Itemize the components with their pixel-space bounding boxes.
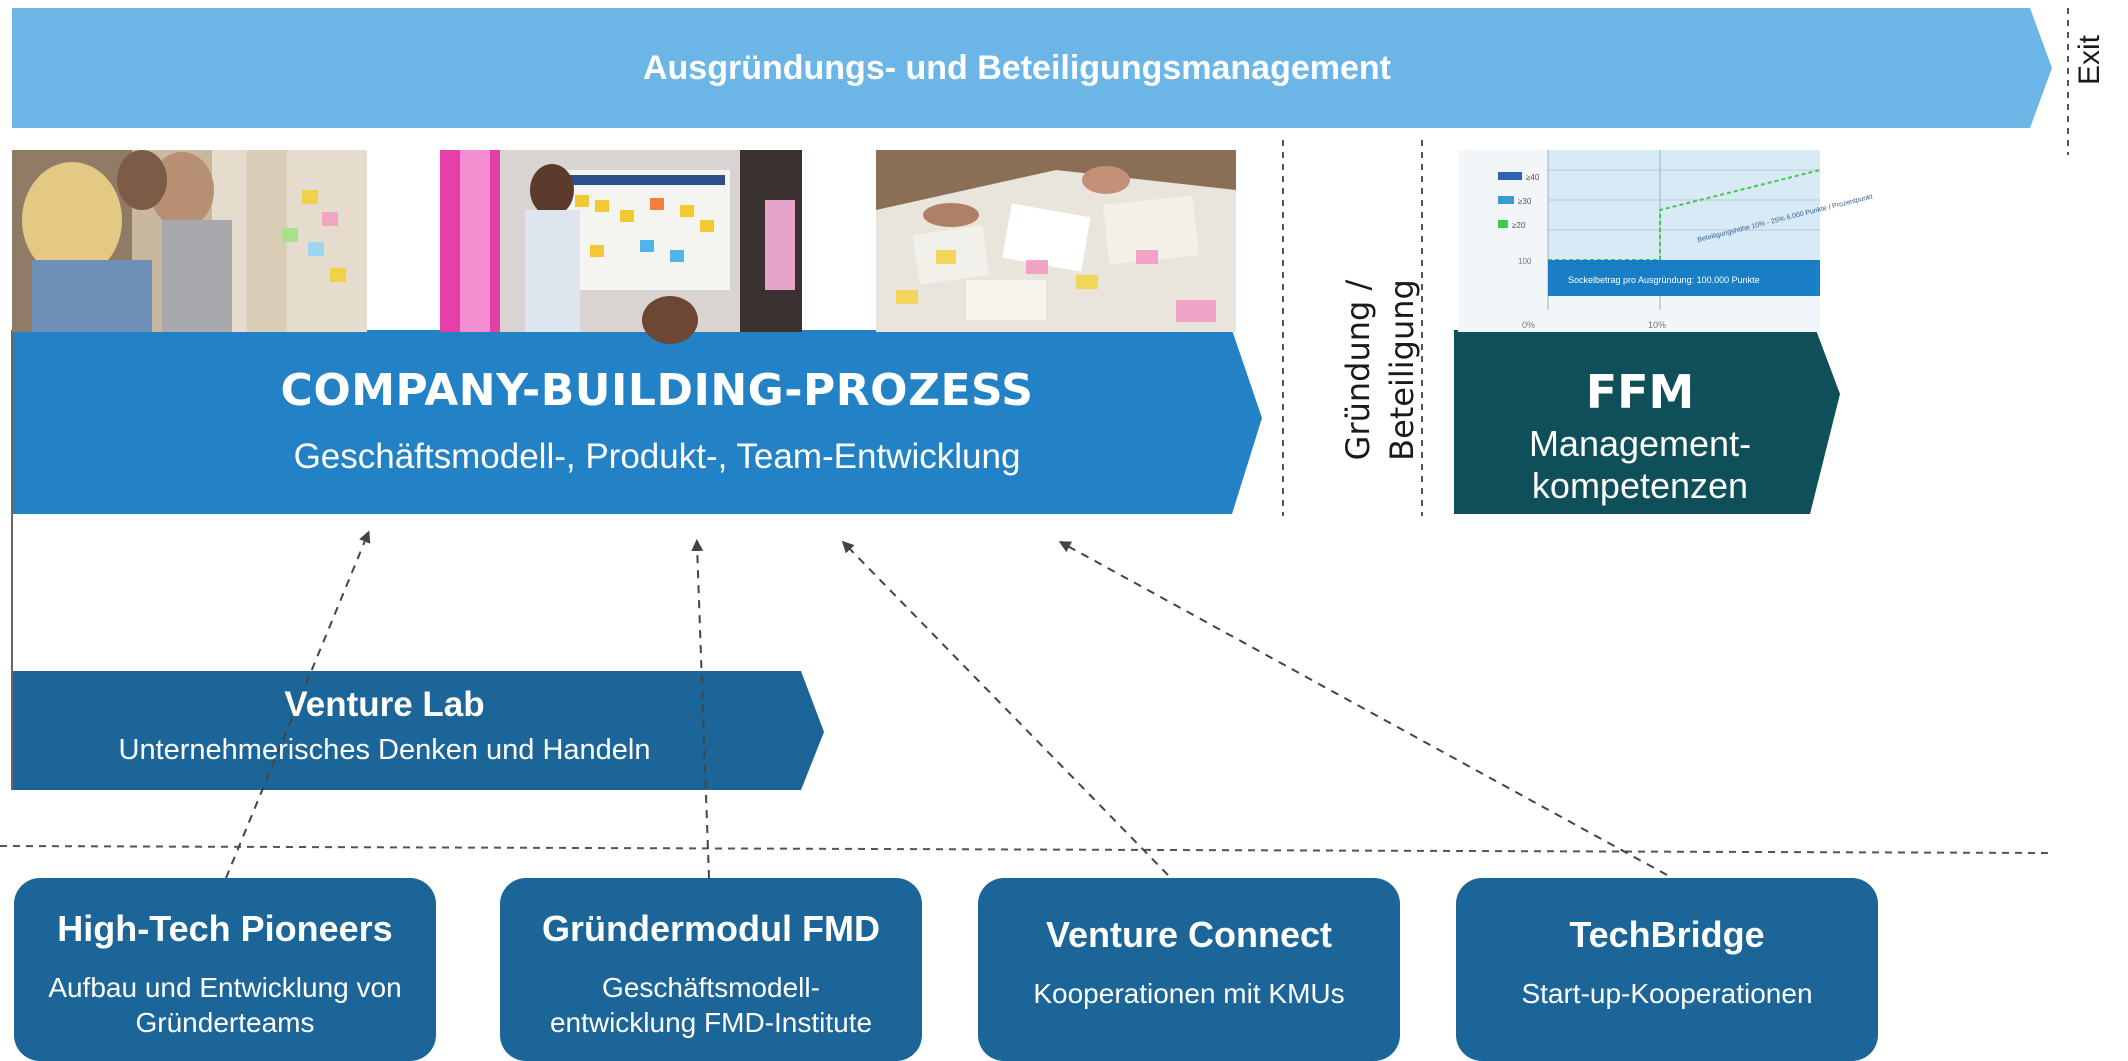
ffm-chart-legend-2: ≥30 bbox=[1518, 197, 1532, 206]
ffm-title: FFM bbox=[1585, 365, 1695, 419]
company-building-subtitle: Geschäftsmodell-, Produkt-, Team-Entwick… bbox=[293, 437, 1021, 476]
program-box-gruendermodul-fmd: Gründermodul FMD Geschäftsmodell- entwic… bbox=[500, 878, 922, 1061]
photo-papers-table bbox=[876, 150, 1236, 332]
photo-team-brainstorm bbox=[12, 150, 367, 332]
connector-techbridge bbox=[1058, 541, 1668, 876]
gruendung-label: Gründung / Beteiligung bbox=[1320, 220, 1440, 520]
ffm-subtitle: Management- kompetenzen bbox=[1450, 420, 1830, 510]
company-building-title: COMPANY-BUILDING-PROZESS bbox=[280, 364, 1034, 416]
banner-title: Ausgründungs- und Beteiligungsmanagement bbox=[642, 48, 1392, 87]
ffm-arrow bbox=[1454, 330, 1840, 514]
connector-pioneers bbox=[225, 530, 371, 879]
ffm-chart-image: ≥40 ≥30 ≥20 100 Beteiligungshöhe 10% - 2… bbox=[1458, 150, 1873, 332]
program-subtitle: Aufbau und Entwicklung von Gründerteams bbox=[48, 972, 402, 1038]
ffm-chart-legend-3: ≥20 bbox=[1512, 221, 1526, 230]
ffm-chart-x1: 10% bbox=[1648, 320, 1666, 330]
program-title: TechBridge bbox=[1569, 914, 1765, 955]
program-title: High-Tech Pioneers bbox=[57, 908, 393, 949]
ffm-chart-band-label: Sockelbetrag pro Ausgründung: 100.000 Pu… bbox=[1568, 275, 1760, 285]
programs-separator bbox=[0, 845, 2051, 854]
ffm-chart-ytick: 100 bbox=[1518, 257, 1532, 266]
venture-lab-subtitle: Unternehmerisches Denken und Handeln bbox=[118, 733, 651, 766]
program-subtitle: Start-up-Kooperationen bbox=[1521, 978, 1813, 1009]
gruendung-line2: Beteiligung bbox=[1383, 279, 1421, 461]
gruendung-line1: Gründung / bbox=[1339, 279, 1377, 461]
program-title: Gründermodul FMD bbox=[542, 908, 880, 949]
venture-lab-arrow bbox=[12, 671, 824, 790]
program-subtitle: Kooperationen mit KMUs bbox=[1033, 978, 1345, 1009]
ffm-subtitle-line2: kompetenzen bbox=[1531, 465, 1749, 506]
program-box-techbridge: TechBridge Start-up-Kooperationen bbox=[1456, 878, 1878, 1061]
photo-kanban-board bbox=[440, 150, 802, 344]
connector-fmd bbox=[691, 539, 710, 879]
connector-venture-connect bbox=[841, 540, 1169, 876]
ffm-chart-x0: 0% bbox=[1522, 320, 1535, 330]
ffm-chart-legend-1: ≥40 bbox=[1526, 173, 1540, 182]
banner-arrow bbox=[12, 8, 2052, 128]
program-subtitle: Geschäftsmodell- entwicklung FMD-Institu… bbox=[549, 972, 873, 1038]
company-building-arrow bbox=[12, 330, 1262, 514]
program-box-venture-connect: Venture Connect Kooperationen mit KMUs bbox=[978, 878, 1400, 1061]
program-box-high-tech-pioneers: High-Tech Pioneers Aufbau und Entwicklun… bbox=[14, 878, 436, 1061]
program-title: Venture Connect bbox=[1045, 914, 1333, 955]
exit-label: Exit bbox=[2073, 35, 2106, 86]
venture-lab-title: Venture Lab bbox=[284, 685, 485, 724]
ffm-subtitle-line1: Management- bbox=[1528, 423, 1752, 464]
